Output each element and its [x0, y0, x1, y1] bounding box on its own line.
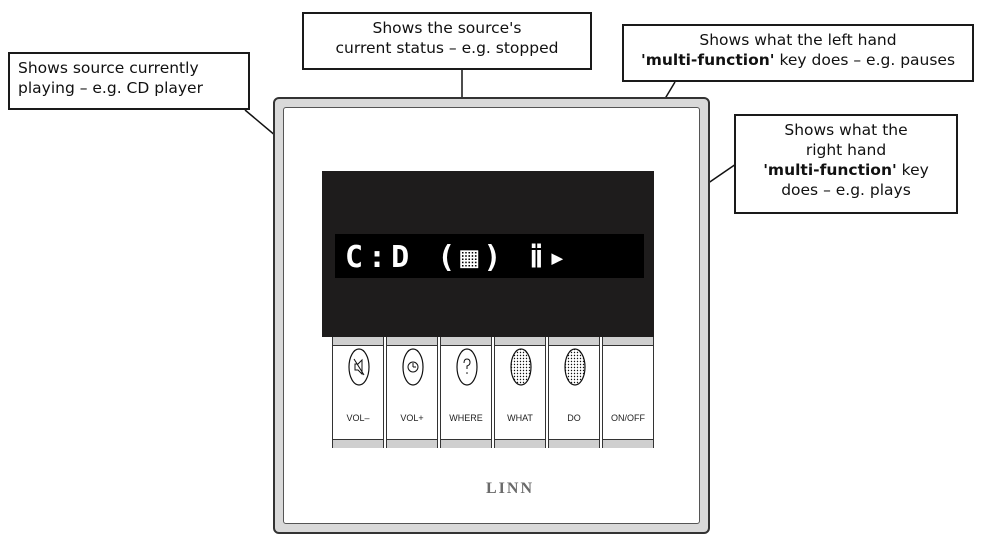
- callout-right-key: Shows what the right hand 'multi-functio…: [734, 114, 958, 214]
- callout-right-bold: 'multi-function': [763, 161, 897, 179]
- key-what[interactable]: WHAT: [494, 337, 546, 448]
- dotted-multifunction-right-icon: [564, 348, 586, 386]
- callout-status: Shows the source's current status – e.g.…: [302, 12, 592, 70]
- keypad-buttons: VOL– VOL+ WHERE: [322, 337, 654, 448]
- callout-status-line2: current status – e.g. stopped: [335, 39, 559, 57]
- callout-left-line2: 'multi-function' key does – e.g. pauses: [632, 50, 964, 70]
- key-label-vol-up: VOL+: [400, 413, 424, 423]
- display-readout: C:D (▦) ⅱ▸: [345, 240, 572, 275]
- standby-icon: [402, 348, 424, 386]
- question-icon: [456, 348, 478, 386]
- key-label-where: WHERE: [449, 413, 483, 423]
- display-strip: [335, 234, 644, 278]
- dotted-multifunction-left-icon: [510, 348, 532, 386]
- linn-logo: LINN: [485, 480, 534, 497]
- callout-left-bold: 'multi-function': [640, 51, 775, 69]
- key-where[interactable]: WHERE: [440, 337, 492, 448]
- callout-status-line1: Shows the source's: [372, 19, 522, 37]
- callout-left-line1: Shows what the left hand: [699, 31, 897, 49]
- callout-left-line2-rest: key does – e.g. pauses: [774, 51, 956, 69]
- callout-source-line2: playing – e.g. CD player: [18, 79, 203, 97]
- key-do[interactable]: DO: [548, 337, 600, 448]
- callout-right-line1: Shows what the: [784, 121, 908, 139]
- callout-left-key: Shows what the left hand 'multi-function…: [622, 24, 974, 82]
- key-label-what: WHAT: [507, 413, 533, 423]
- key-label-vol-down: VOL–: [346, 413, 370, 423]
- callout-right-line3-rest: key: [896, 161, 929, 179]
- mute-icon: [348, 348, 370, 386]
- key-on-off[interactable]: ON/OFF: [602, 337, 654, 448]
- key-label-do: DO: [567, 413, 581, 423]
- callout-right-line3: 'multi-function' key: [744, 160, 948, 180]
- key-vol-up[interactable]: VOL+: [386, 337, 438, 448]
- callout-source-line1: Shows source currently: [18, 59, 199, 77]
- callout-right-line4: does – e.g. plays: [781, 181, 911, 199]
- callout-source: Shows source currently playing – e.g. CD…: [8, 52, 250, 110]
- key-vol-down[interactable]: VOL–: [332, 337, 384, 448]
- key-label-on-off: ON/OFF: [611, 413, 645, 423]
- callout-right-line2: right hand: [805, 141, 887, 159]
